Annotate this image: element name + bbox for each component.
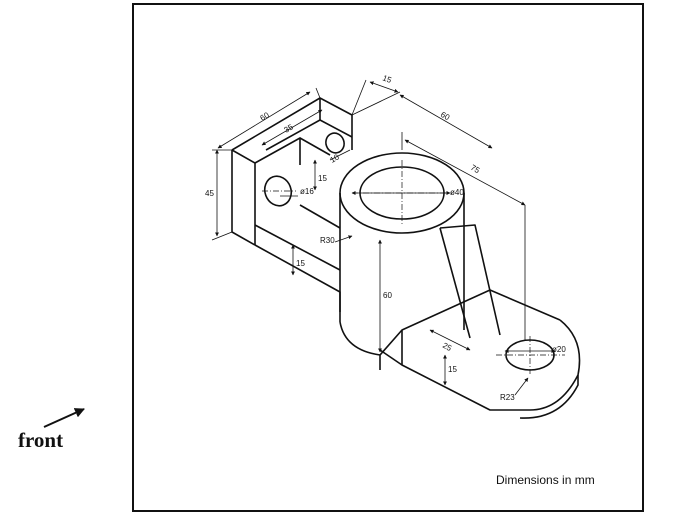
dim-lug-thick: 15 [448, 365, 457, 374]
dim-lug-hole: ø20 [552, 345, 566, 354]
dimension-lines [211, 79, 556, 396]
dim-boss-height: 60 [383, 291, 392, 300]
dim-boss-radius: R30 [320, 236, 335, 245]
dim-height-45: 45 [205, 189, 214, 198]
dim-hole-small: ø16 [300, 187, 314, 196]
dim-depth-15: 15 [318, 174, 327, 183]
dim-flange-thickness: 15 [381, 73, 393, 85]
front-label: front [18, 428, 64, 452]
units-note: Dimensions in mm [496, 473, 595, 487]
front-arrow-icon [43, 408, 85, 428]
dim-slot-15: 15 [296, 259, 305, 268]
dim-lug-radius: R23 [500, 393, 515, 402]
dim-boss-dia: ø40 [450, 188, 464, 197]
